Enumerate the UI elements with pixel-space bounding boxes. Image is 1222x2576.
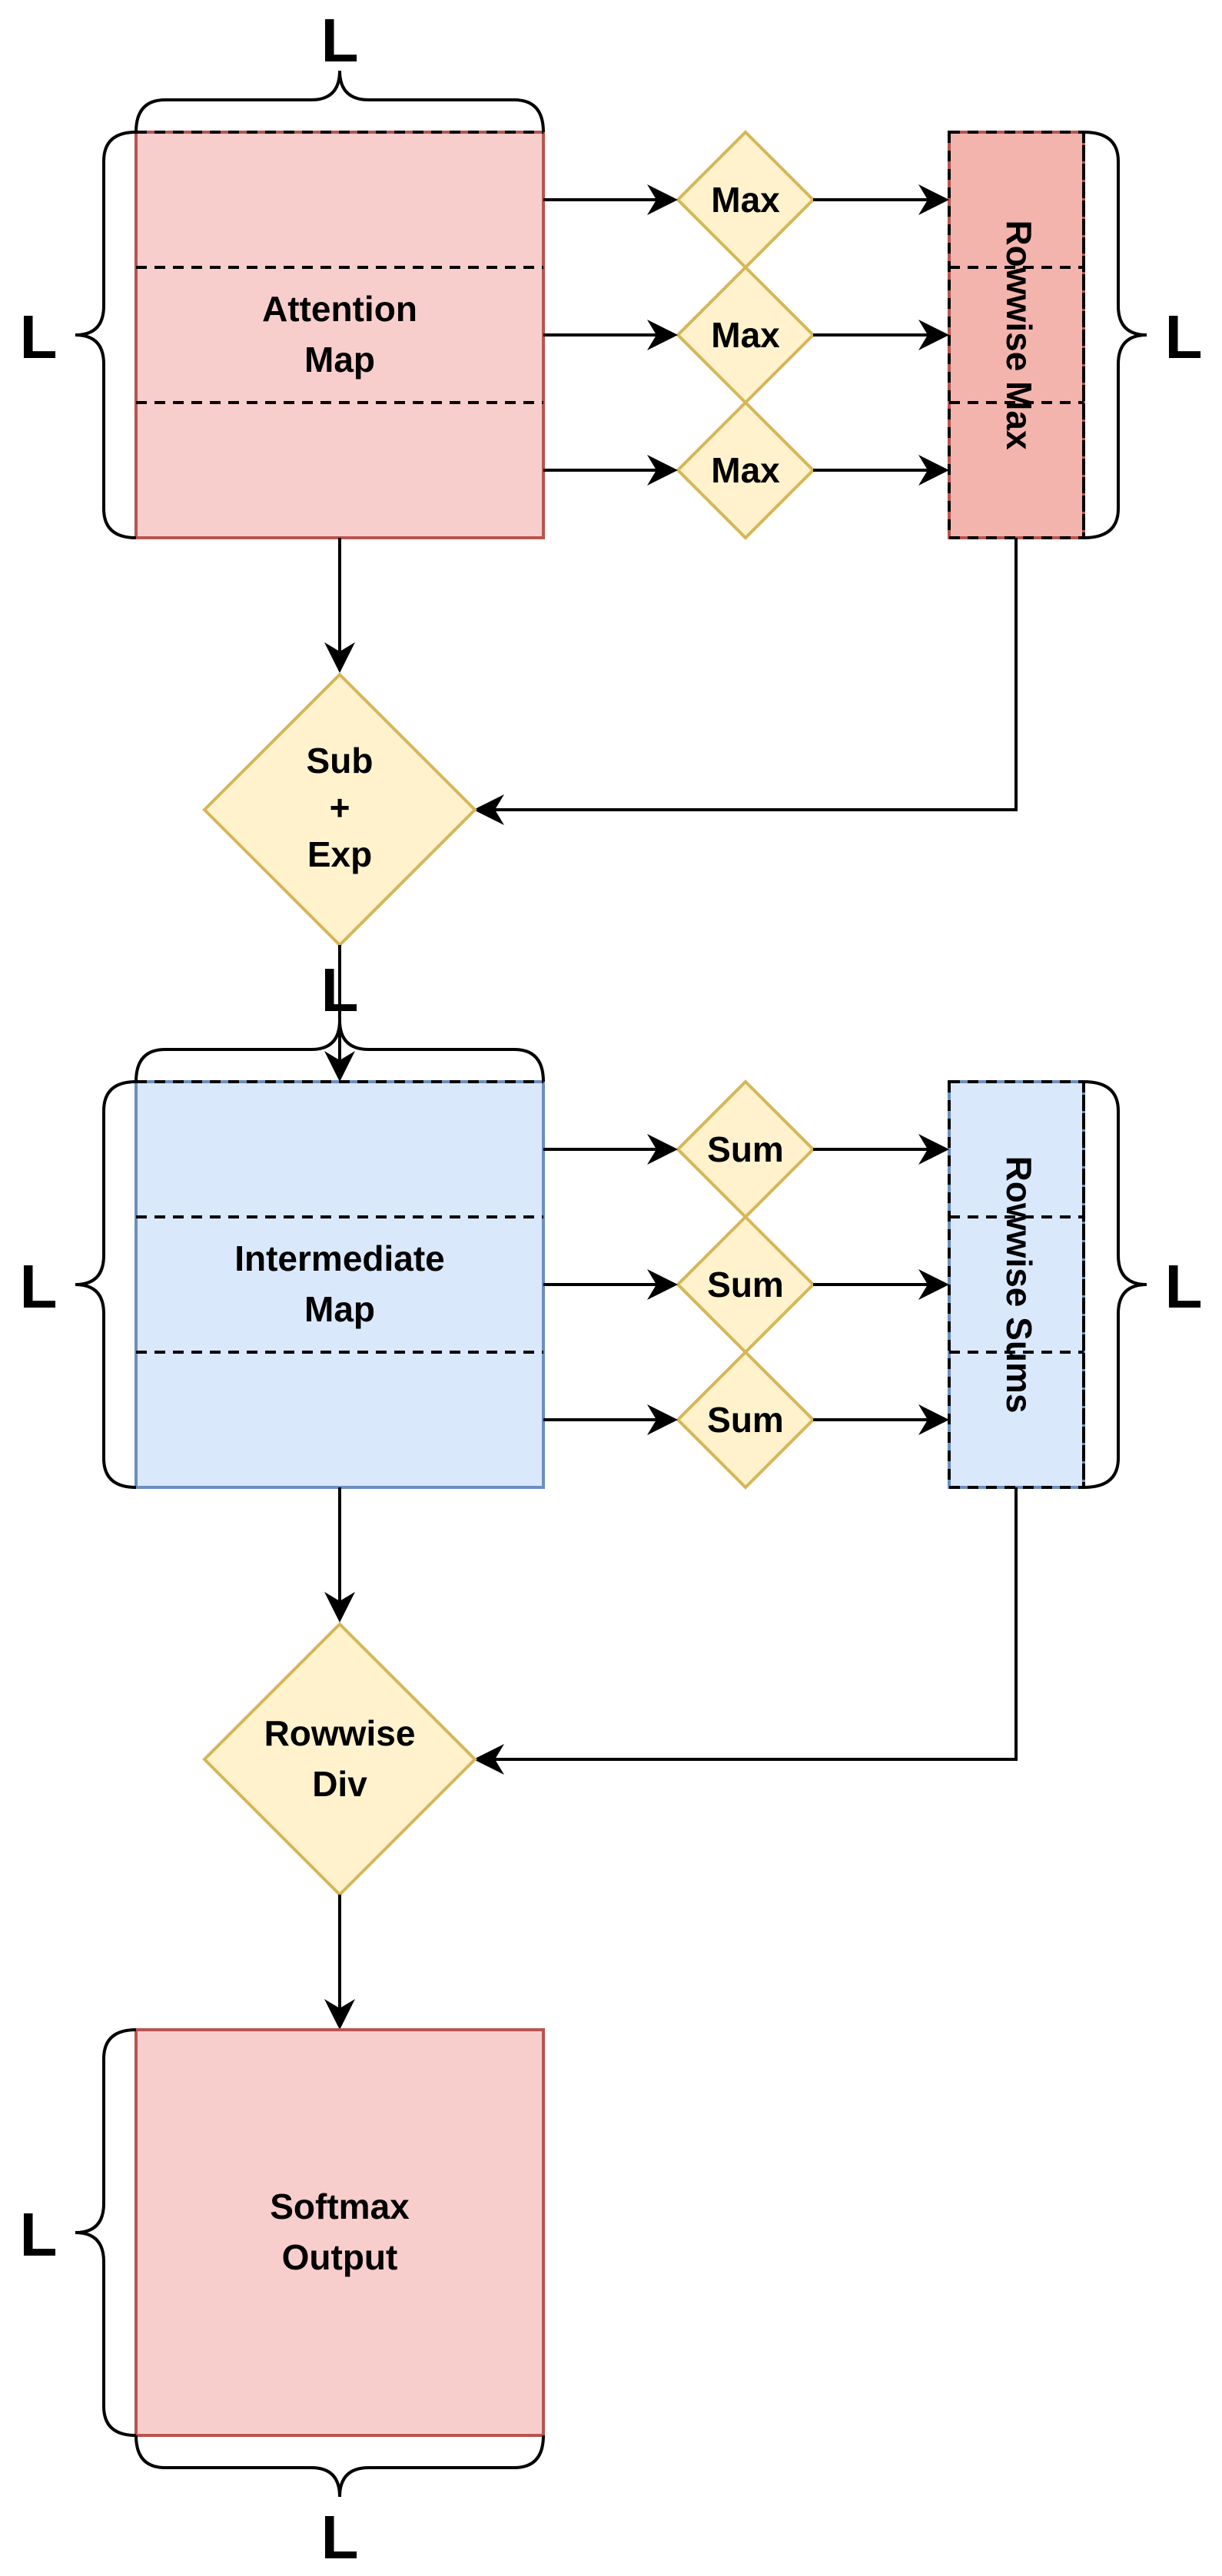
rowwise-max-label: Rowwise Max <box>999 220 1039 450</box>
brace-left-intermediate <box>75 1080 137 1489</box>
rowwise-div-diamond: Rowwise Div <box>202 1622 477 1897</box>
rowwise-sums-column: Rowwise Sums <box>948 1080 1085 1489</box>
sub-exp-label-1: Sub <box>307 741 374 781</box>
arrow-rowwise-sums-div <box>473 1487 1018 1775</box>
rowwise-div-label-2: Div <box>312 1764 367 1804</box>
brace-right-sums <box>1083 1080 1147 1489</box>
dim-label-right-max: L <box>1165 303 1203 371</box>
arrow-rowwise-max-subexp <box>473 538 1018 825</box>
dim-label-left-softmax: L <box>20 2200 58 2269</box>
sum-label-1: Sum <box>707 1129 784 1169</box>
brace-left-softmax <box>75 2028 137 2437</box>
max-label-1: Max <box>711 180 780 220</box>
max-label-3: Max <box>711 450 780 490</box>
max-diamond-1: Max <box>676 130 815 270</box>
attention-map-label-2: Map <box>304 340 375 380</box>
dim-label-top-attention: L <box>321 6 359 75</box>
max-diamond-2: Max <box>676 265 815 405</box>
softmax-output-label-2: Output <box>282 2237 398 2277</box>
intermediate-map-label-2: Map <box>304 1289 375 1329</box>
sum-diamond-3: Sum <box>676 1350 815 1490</box>
sub-exp-label-3: Exp <box>307 834 372 874</box>
softmax-output-label-1: Softmax <box>270 2186 410 2226</box>
rowwise-sums-label: Rowwise Sums <box>999 1156 1039 1414</box>
sum-label-2: Sum <box>707 1265 784 1305</box>
softmax-output: Softmax Output <box>134 2028 545 2437</box>
dim-label-bottom-softmax: L <box>321 2503 359 2571</box>
rowwise-div-label-1: Rowwise <box>264 1713 416 1753</box>
brace-top-attention <box>134 70 545 133</box>
sum-diamond-1: Sum <box>676 1079 815 1219</box>
brace-right-max <box>1083 131 1147 539</box>
sub-exp-diamond: Sub + Exp <box>202 672 477 947</box>
max-label-2: Max <box>711 315 780 355</box>
sum-label-3: Sum <box>707 1400 784 1440</box>
brace-bottom-softmax <box>134 2435 545 2498</box>
intermediate-map: Intermediate Map <box>134 1080 545 1489</box>
sum-diamond-2: Sum <box>676 1215 815 1354</box>
attention-map-label-1: Attention <box>262 289 417 329</box>
dim-label-top-intermediate: L <box>321 956 359 1024</box>
brace-top-intermediate <box>134 1019 545 1082</box>
sub-exp-label-2: + <box>330 787 350 827</box>
intermediate-map-label-1: Intermediate <box>234 1238 445 1278</box>
max-diamond-3: Max <box>676 400 815 540</box>
attention-map: Attention Map <box>134 131 545 539</box>
rowwise-max-column: Rowwise Max <box>948 131 1085 539</box>
dim-label-right-sums: L <box>1165 1252 1203 1321</box>
brace-left-attention <box>75 131 137 539</box>
dim-label-left-attention: L <box>20 303 58 371</box>
dim-label-left-intermediate: L <box>20 1252 58 1321</box>
